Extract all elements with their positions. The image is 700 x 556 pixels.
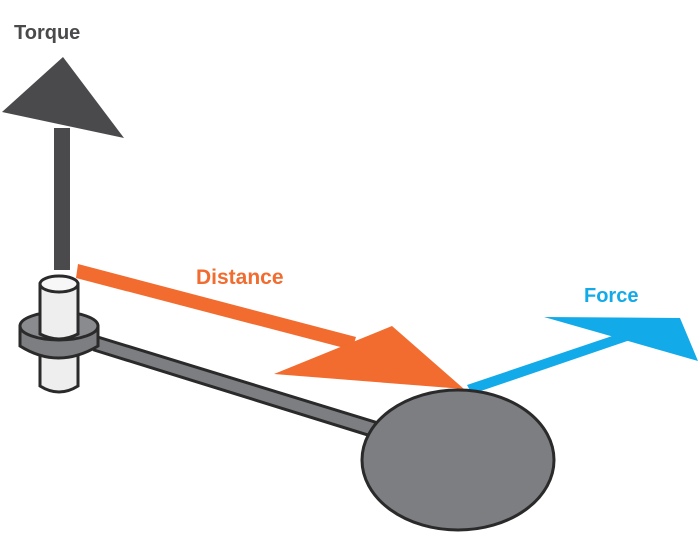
wrench-disk: [360, 388, 556, 532]
bolt-post: [18, 274, 100, 394]
distance-arrow-shaft: [76, 264, 356, 350]
distance-arrow: [76, 264, 464, 389]
torque-arrow-shaft: [54, 128, 70, 270]
distance-label: Distance: [196, 266, 284, 289]
bolt-post-top: [38, 274, 80, 294]
force-arrow-head: [544, 317, 698, 361]
torque-label: Torque: [14, 22, 80, 44]
bolt-post-upper: [38, 282, 80, 341]
torque-arrow-head: [2, 57, 124, 138]
force-arrow-shaft: [467, 330, 636, 394]
force-label: Force: [584, 285, 638, 307]
torque-arrow: [2, 57, 124, 270]
distance-arrow-head: [274, 326, 464, 389]
force-arrow: [467, 317, 698, 394]
